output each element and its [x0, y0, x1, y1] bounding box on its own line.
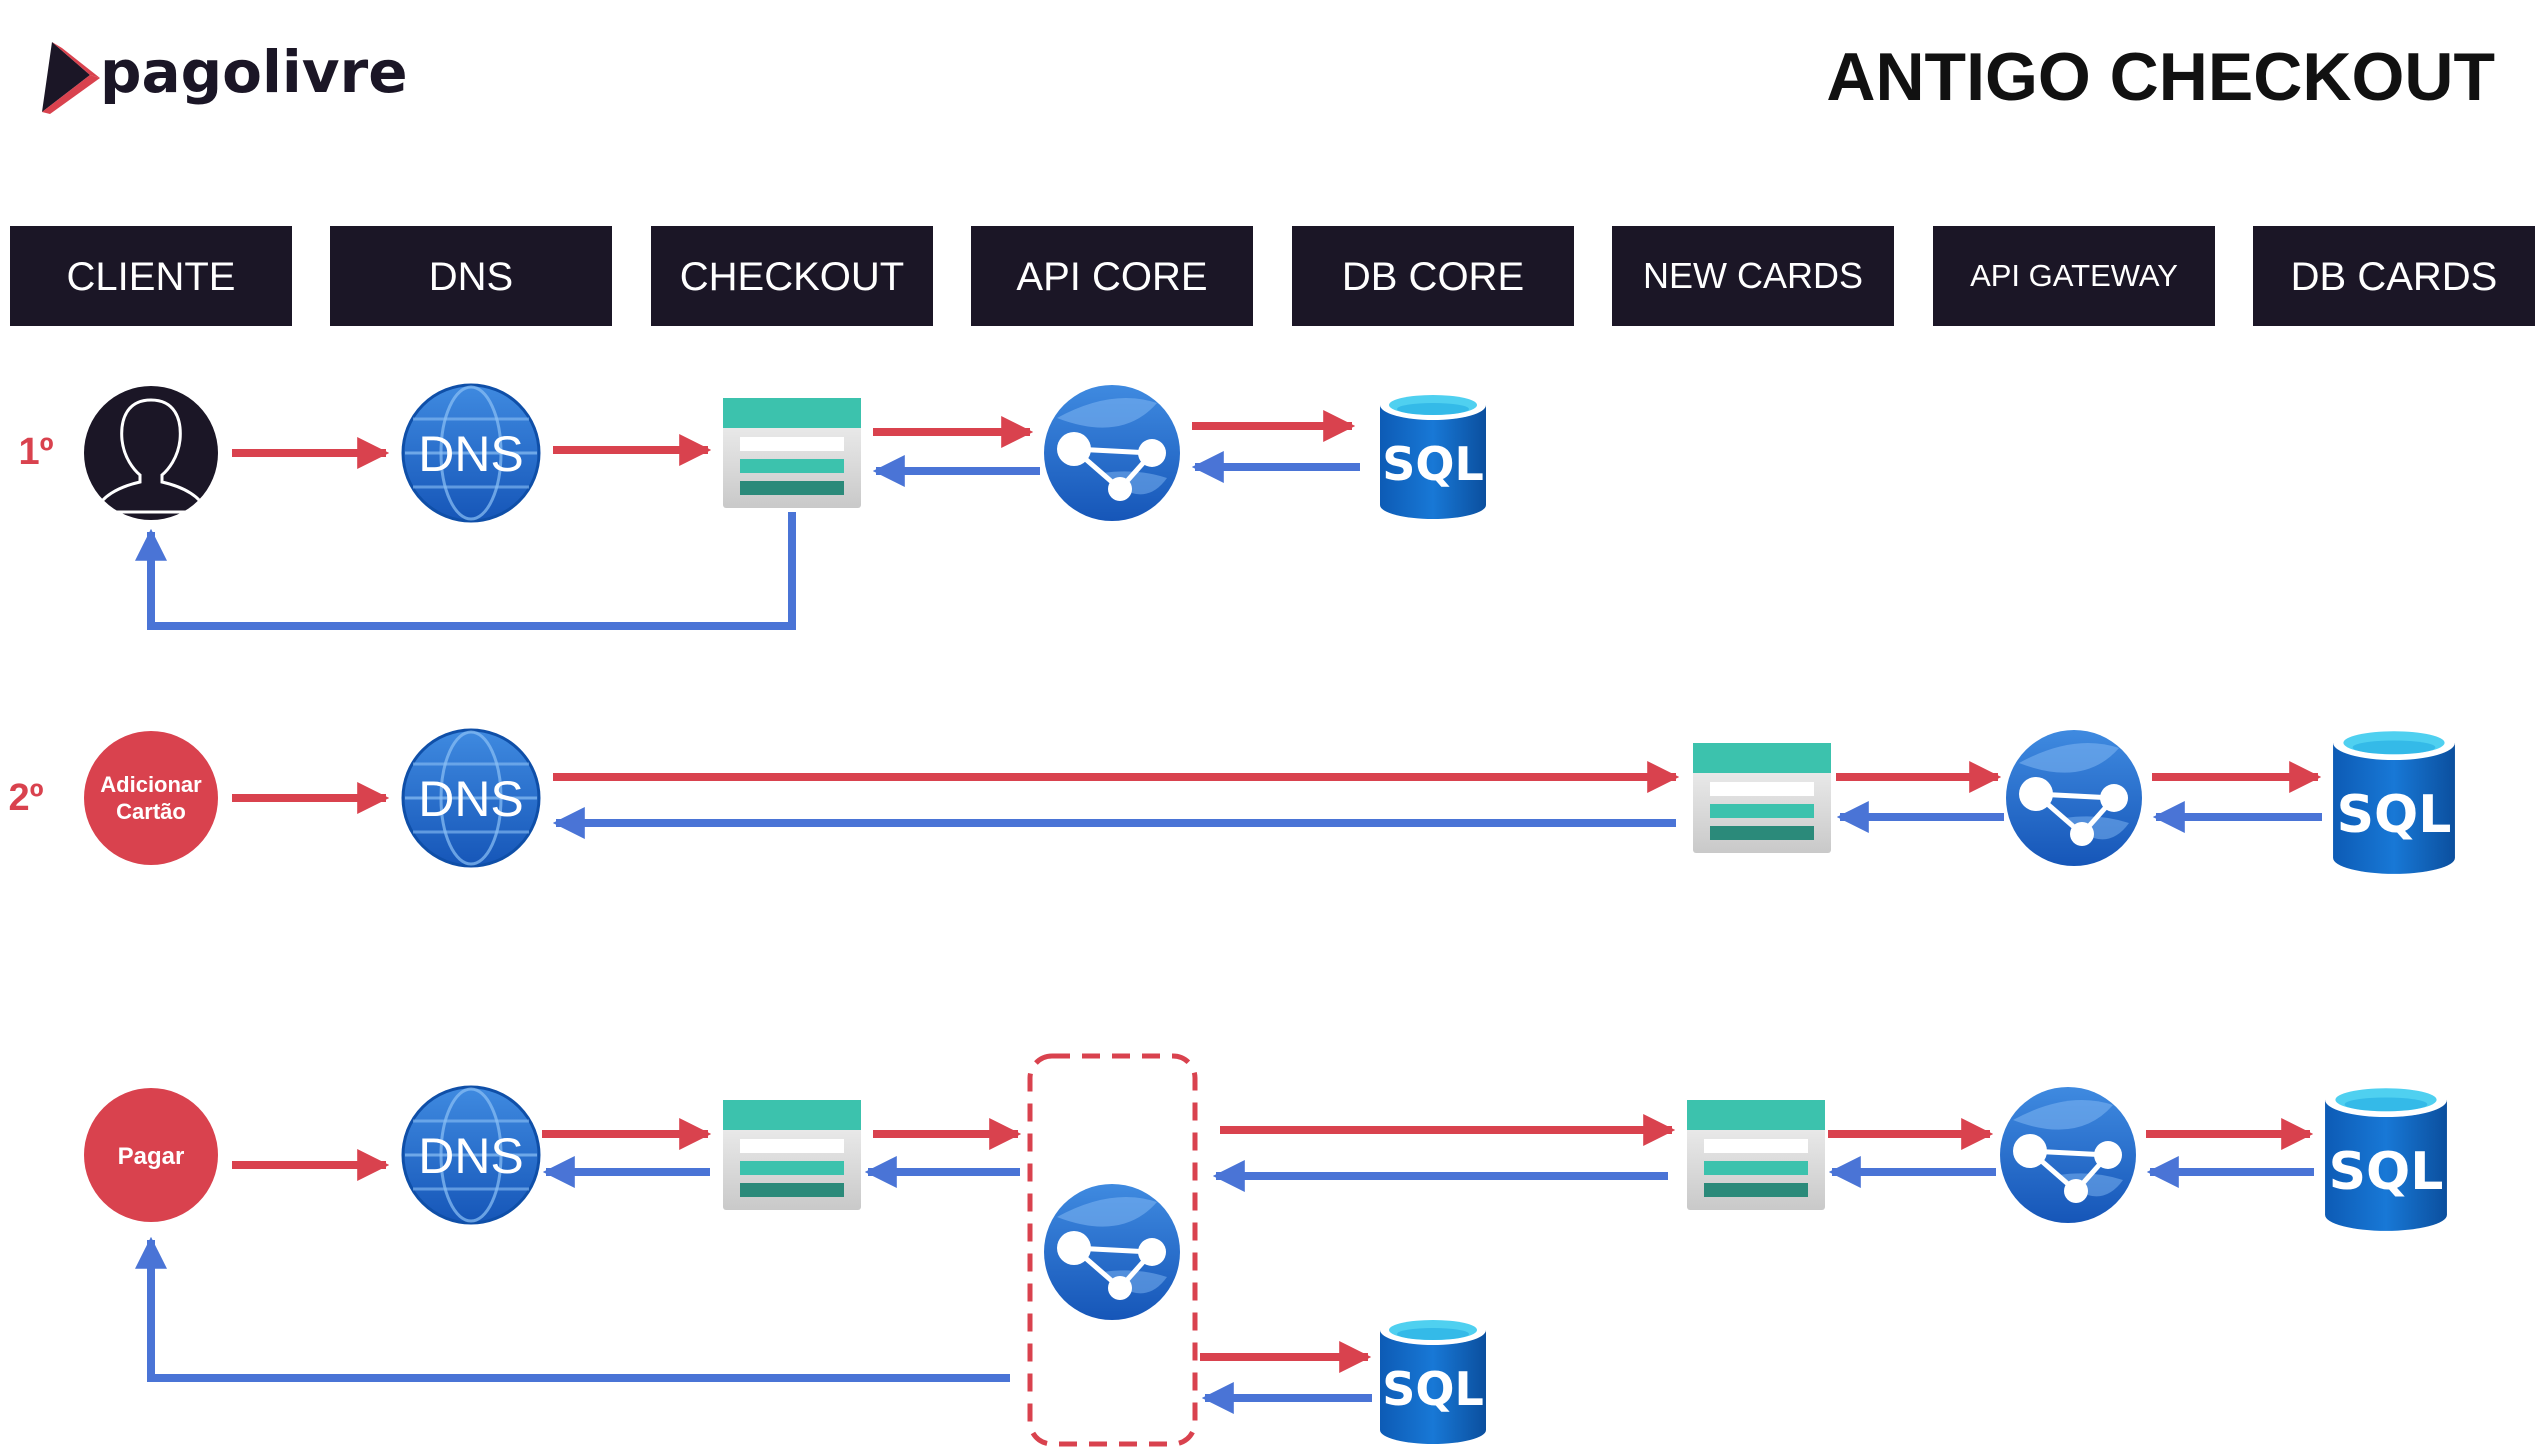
add-card-label-line2: Cartão — [116, 799, 186, 824]
header-new-cards — [1612, 226, 1894, 326]
sql-icon-label: SQL — [2337, 785, 2452, 845]
flow-row-2: 2º Adicionar Cartão DNS SQL — [8, 725, 2455, 874]
checkout-app-icon — [723, 1100, 861, 1210]
arrow-response-to-client — [135, 1236, 1010, 1382]
sql-icon-label: SQL — [1382, 437, 1484, 491]
pay-label: Pagar — [118, 1143, 185, 1170]
api-core-icon — [1044, 385, 1180, 521]
db-cards-sql-icon: SQL — [2325, 1082, 2447, 1231]
checkout-app-icon — [723, 398, 861, 508]
db-core-sql-icon: SQL — [1380, 1315, 1486, 1444]
header-dns — [330, 226, 612, 326]
dns-icon: DNS — [401, 383, 541, 523]
dns-icon-label: DNS — [418, 426, 524, 482]
dns-icon-label: DNS — [418, 1128, 524, 1184]
header-label-api-core: API CORE — [1016, 255, 1207, 299]
sql-icon-label: SQL — [1382, 1362, 1484, 1416]
db-core-sql-icon: SQL — [1380, 390, 1486, 519]
add-card-node: Adicionar Cartão — [84, 731, 218, 865]
header-label-checkout: CHECKOUT — [680, 255, 904, 299]
header-label-dns: DNS — [429, 255, 513, 299]
dns-icon-label: DNS — [418, 771, 524, 827]
api-core-icon — [1044, 1184, 1180, 1320]
api-gateway-icon — [2000, 1087, 2136, 1223]
step-label-1: 1º — [18, 431, 53, 473]
arrow-response-to-client — [135, 512, 796, 630]
db-cards-sql-icon: SQL — [2333, 725, 2455, 874]
header-label-api-gateway: API GATEWAY — [1970, 258, 2178, 293]
pagolivre-logo: pagolivre — [42, 38, 408, 114]
brand-name: pagolivre — [100, 38, 408, 106]
sql-icon-label: SQL — [2329, 1142, 2444, 1202]
header-db-cards — [2253, 226, 2535, 326]
header-checkout — [651, 226, 933, 326]
pay-node: Pagar — [84, 1088, 218, 1222]
step-label-2: 2º — [8, 777, 43, 819]
new-cards-app-icon — [1687, 1100, 1825, 1210]
header-api-core — [971, 226, 1253, 326]
page-title: ANTIGO CHECKOUT — [1826, 39, 2495, 115]
header-db-core — [1292, 226, 1574, 326]
header-label-db-core: DB CORE — [1342, 255, 1524, 299]
header-label-cliente: CLIENTE — [67, 255, 236, 299]
flow-row-1: 1º DNS SQL — [18, 383, 1486, 630]
dns-icon: DNS — [401, 728, 541, 868]
new-cards-app-icon — [1693, 743, 1831, 853]
header-api-gateway — [1933, 226, 2215, 326]
header-label-db-cards: DB CARDS — [2291, 255, 2498, 299]
add-card-label-line1: Adicionar — [100, 772, 202, 797]
api-gateway-icon — [2006, 730, 2142, 866]
header-label-new-cards: NEW CARDS — [1643, 255, 1863, 296]
header-cliente — [10, 226, 292, 326]
logo-mark-icon — [42, 42, 90, 112]
api-core-dashed-group — [1027, 1053, 1198, 1447]
flow-row-3: Pagar DNS SQL SQL — [84, 1053, 2447, 1447]
user-icon — [84, 386, 218, 520]
dns-icon: DNS — [401, 1085, 541, 1225]
column-headers: CLIENTE DNS CHECKOUT API CORE DB CORE NE… — [10, 226, 2535, 326]
